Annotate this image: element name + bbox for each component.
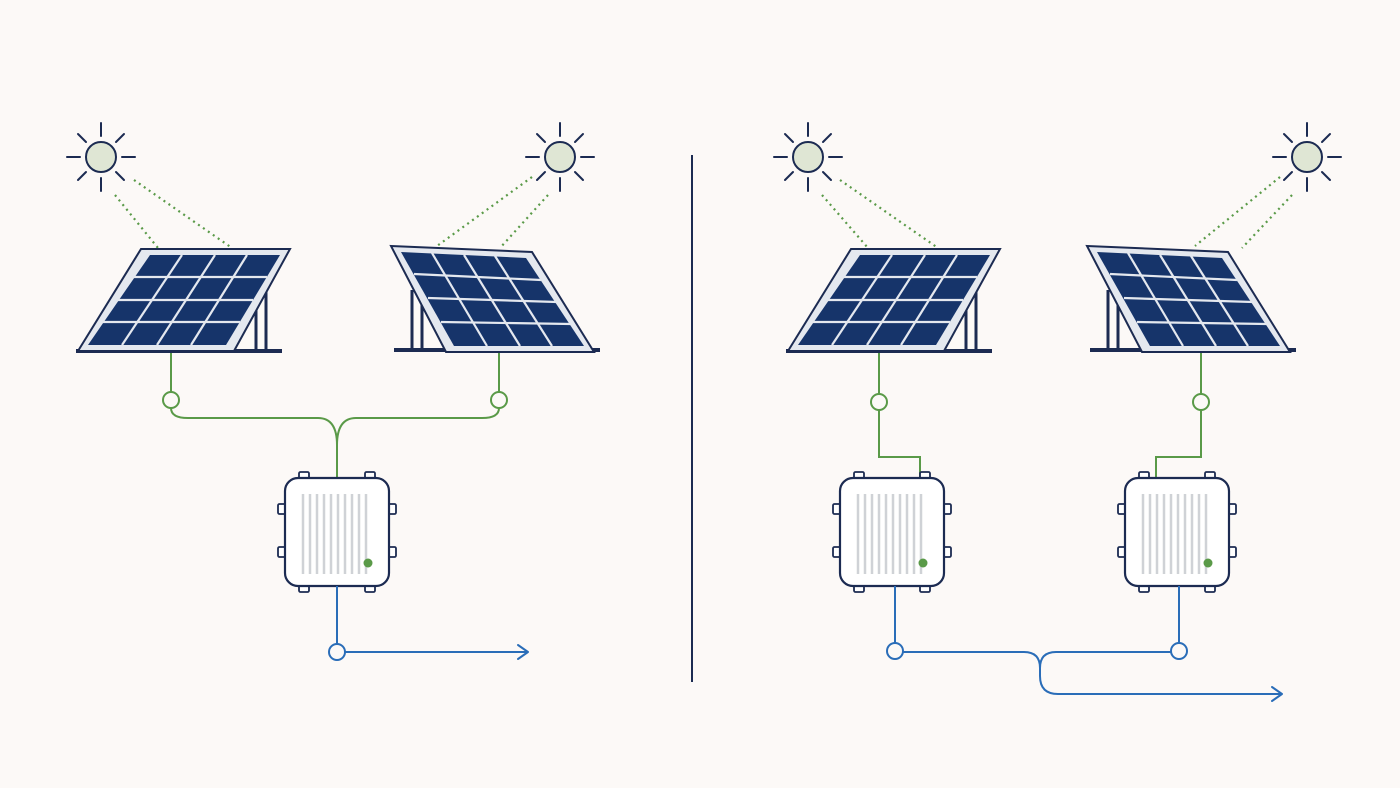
solar-panel-icon: [784, 247, 1002, 355]
solar-panel-icon: [389, 244, 602, 354]
solar-panel-icon: [74, 247, 292, 355]
dc-connector: [162, 391, 180, 409]
dc-wiring: [878, 353, 1202, 477]
dc-connector: [870, 393, 888, 411]
sun-icon: [525, 122, 595, 192]
ac-output: [336, 586, 529, 660]
sun-icon: [1272, 122, 1342, 192]
ac-connector: [1170, 642, 1188, 660]
sunlight-rays: [821, 176, 1293, 249]
inverter-icon: [1116, 470, 1238, 594]
dc-connector: [490, 391, 508, 409]
ac-connector: [886, 642, 904, 660]
ac-output: [894, 586, 1283, 702]
dc-connector: [1192, 393, 1210, 411]
sunlight-rays: [114, 176, 549, 249]
solar-panel-icon: [1085, 244, 1298, 354]
sun-icon: [66, 122, 136, 192]
inverter-icon: [831, 470, 953, 594]
config-central-inverter: [66, 122, 602, 661]
ac-connector: [328, 643, 346, 661]
inverter-icon: [276, 470, 398, 594]
sun-icon: [773, 122, 843, 192]
config-per-panel-inverters: [773, 122, 1342, 702]
dc-wiring: [170, 353, 500, 477]
